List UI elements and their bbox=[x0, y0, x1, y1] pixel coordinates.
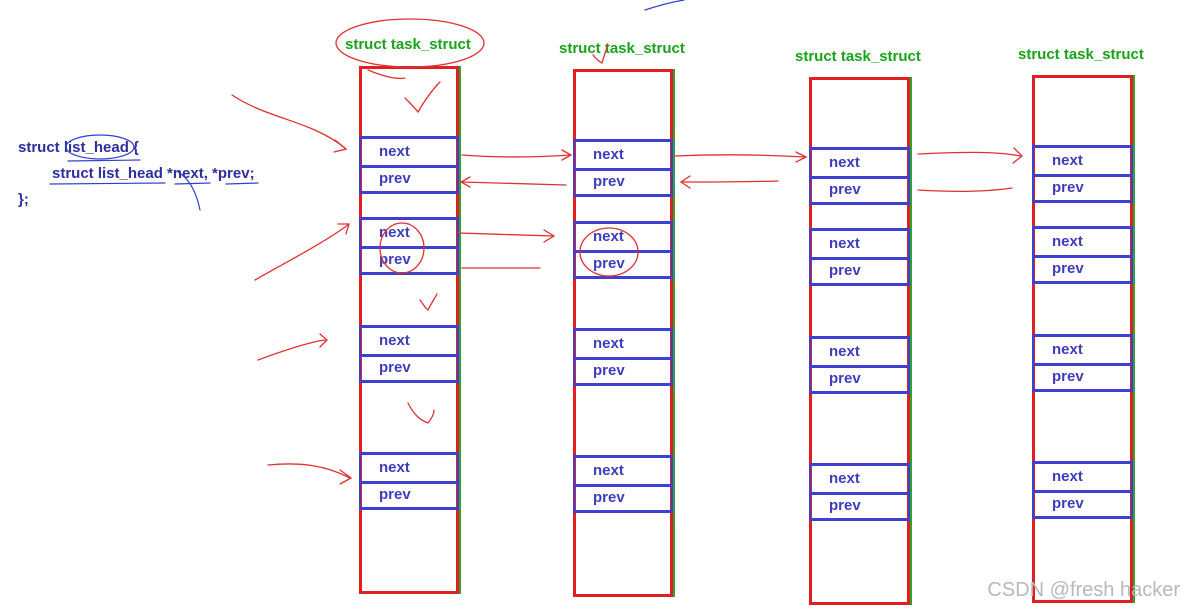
next-field: next bbox=[379, 332, 410, 349]
prev-arrow bbox=[681, 180, 779, 183]
list-head-code: struct list_head { struct list_head *nex… bbox=[18, 135, 255, 213]
prev-field: prev bbox=[575, 484, 671, 510]
task-struct-box: next prev next prev next prev next prev bbox=[1032, 75, 1133, 603]
incoming-arrow bbox=[257, 339, 326, 361]
list-node: next prev bbox=[573, 455, 673, 513]
task-struct-box: next prev next prev next prev next prev bbox=[573, 69, 673, 597]
prev-field: prev bbox=[575, 168, 671, 194]
list-node: next prev bbox=[1032, 226, 1133, 284]
prev-field: prev bbox=[361, 165, 457, 191]
struct-title: struct task_struct bbox=[559, 40, 685, 57]
list-node: next prev bbox=[359, 452, 459, 510]
next-arrow bbox=[917, 151, 1021, 157]
arrowhead bbox=[543, 229, 556, 243]
arrowhead bbox=[459, 176, 471, 188]
pen-stroke bbox=[644, 0, 685, 11]
prev-arrow bbox=[461, 181, 567, 186]
next-field: next bbox=[1052, 152, 1083, 169]
task-struct-box: next prev next prev next prev next prev bbox=[359, 66, 459, 594]
prev-field: prev bbox=[811, 257, 908, 283]
next-field: next bbox=[379, 143, 410, 160]
list-node: next prev bbox=[1032, 145, 1133, 203]
arrowhead bbox=[561, 149, 573, 161]
arrowhead bbox=[795, 151, 808, 163]
prev-field: prev bbox=[575, 250, 671, 276]
code-line-1: struct list_head { bbox=[18, 139, 139, 156]
next-field: next bbox=[829, 154, 860, 171]
prev-field: prev bbox=[811, 176, 908, 202]
next-field: next bbox=[829, 343, 860, 360]
next-field: next bbox=[593, 146, 624, 163]
prev-field: prev bbox=[361, 246, 457, 272]
list-node: next prev bbox=[809, 147, 910, 205]
prev-field: prev bbox=[575, 357, 671, 383]
next-field: next bbox=[829, 470, 860, 487]
list-node: next prev bbox=[573, 221, 673, 279]
next-field: next bbox=[593, 462, 624, 479]
arrowhead bbox=[333, 139, 348, 153]
arrowhead bbox=[679, 175, 691, 189]
watermark: CSDN @fresh hacker bbox=[987, 579, 1180, 601]
code-line-2: struct list_head *next, *prev; bbox=[52, 165, 255, 182]
prev-field: prev bbox=[811, 365, 908, 391]
prev-field: prev bbox=[1034, 174, 1131, 200]
prev-field: prev bbox=[361, 481, 457, 507]
prev-field: prev bbox=[1034, 490, 1131, 516]
arrowhead bbox=[337, 223, 350, 235]
next-field: next bbox=[1052, 468, 1083, 485]
list-node: next prev bbox=[359, 217, 459, 275]
prev-field: prev bbox=[1034, 255, 1131, 281]
list-node: next prev bbox=[809, 463, 910, 521]
incoming-arrow bbox=[254, 224, 349, 281]
next-field: next bbox=[379, 224, 410, 241]
list-node: next prev bbox=[1032, 334, 1133, 392]
list-node: next prev bbox=[809, 228, 910, 286]
prev-field: prev bbox=[811, 492, 908, 518]
next-arrow bbox=[674, 154, 806, 158]
list-node: next prev bbox=[359, 136, 459, 194]
arrowhead bbox=[339, 469, 353, 485]
list-node: next prev bbox=[573, 328, 673, 386]
list-node: next prev bbox=[573, 139, 673, 197]
incoming-arrow bbox=[267, 463, 351, 479]
next-field: next bbox=[593, 335, 624, 352]
next-field: next bbox=[1052, 341, 1083, 358]
list-node: next prev bbox=[1032, 461, 1133, 519]
next-arrow bbox=[457, 232, 554, 237]
struct-title: struct task_struct bbox=[1018, 46, 1144, 63]
prev-arrow bbox=[917, 187, 1013, 192]
next-field: next bbox=[829, 235, 860, 252]
prev-field: prev bbox=[361, 354, 457, 380]
list-node: next prev bbox=[809, 336, 910, 394]
prev-field: prev bbox=[1034, 363, 1131, 389]
next-field: next bbox=[379, 459, 410, 476]
arrowhead bbox=[1012, 147, 1023, 164]
struct-title: struct task_struct bbox=[795, 48, 921, 65]
list-node: next prev bbox=[359, 325, 459, 383]
arrowhead bbox=[319, 333, 328, 348]
task-struct-box: next prev next prev next prev next prev bbox=[809, 77, 910, 605]
next-field: next bbox=[593, 228, 624, 245]
next-arrow bbox=[461, 154, 571, 158]
code-line-3: }; bbox=[18, 191, 29, 208]
struct-title: struct task_struct bbox=[345, 36, 471, 53]
next-field: next bbox=[1052, 233, 1083, 250]
